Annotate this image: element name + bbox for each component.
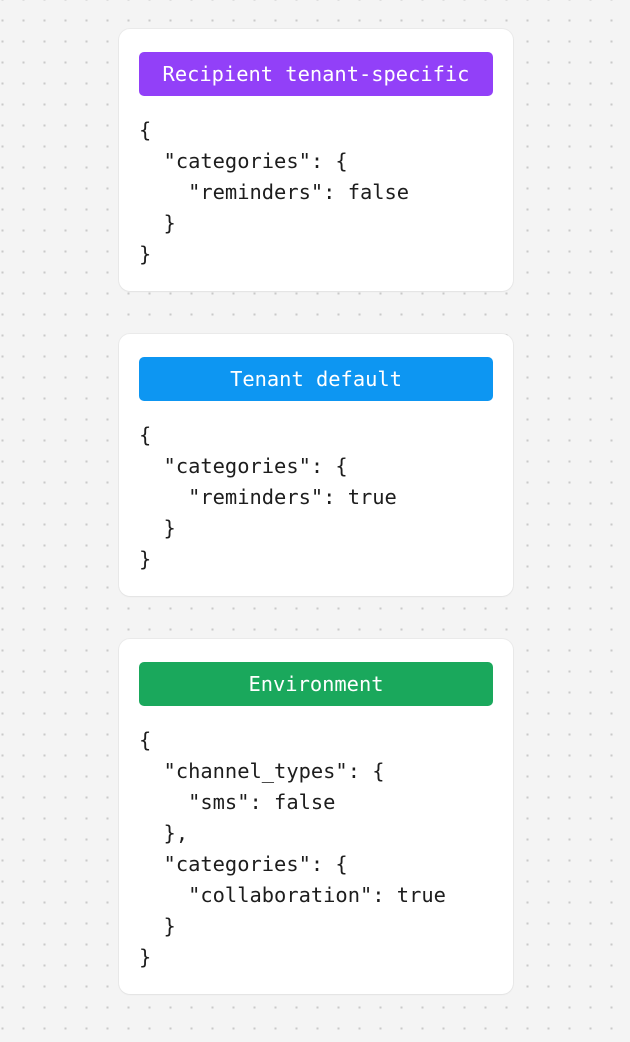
card-tenant-default: Tenant default { "categories": { "remind… bbox=[119, 334, 513, 596]
card-badge-tenant-default: Tenant default bbox=[139, 357, 493, 401]
preference-cards-list: Recipient tenant-specific { "categories"… bbox=[119, 29, 513, 994]
card-environment: Environment { "channel_types": { "sms": … bbox=[119, 639, 513, 994]
card-code-environment: { "channel_types": { "sms": false }, "ca… bbox=[139, 728, 446, 969]
card-badge-recipient-tenant-specific: Recipient tenant-specific bbox=[139, 52, 493, 96]
card-code-recipient-tenant-specific: { "categories": { "reminders": false } } bbox=[139, 118, 410, 266]
card-badge-environment: Environment bbox=[139, 662, 493, 706]
card-recipient-tenant-specific: Recipient tenant-specific { "categories"… bbox=[119, 29, 513, 291]
card-code-tenant-default: { "categories": { "reminders": true } } bbox=[139, 423, 397, 571]
